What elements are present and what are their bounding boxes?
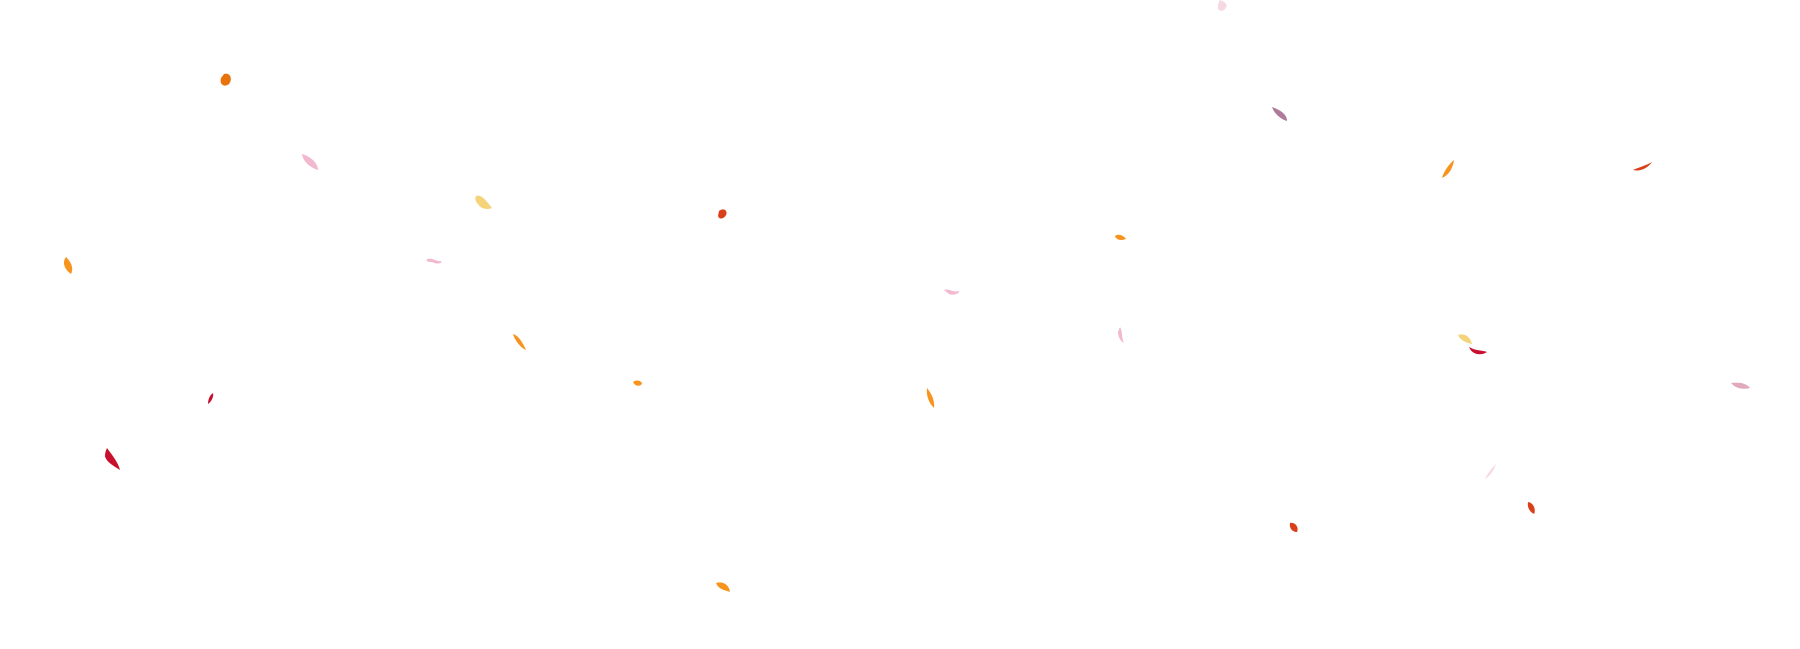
petal-9 (633, 380, 642, 386)
petal-24 (1527, 502, 1535, 514)
petal-10 (208, 393, 214, 404)
petal-1 (1217, 0, 1227, 11)
petals (63, 0, 1750, 592)
petal-5 (63, 257, 73, 274)
petal-11 (105, 448, 120, 470)
petal-4 (475, 195, 492, 209)
petal-12 (716, 582, 730, 592)
petal-14 (944, 289, 960, 295)
petal-15 (1115, 234, 1126, 240)
petal-6 (426, 258, 442, 264)
petal-25 (1289, 522, 1298, 532)
petal-7 (718, 209, 727, 219)
petal-19 (1633, 162, 1652, 171)
petal-22 (1731, 382, 1750, 389)
petal-20 (1458, 334, 1472, 344)
petal-13 (926, 388, 935, 408)
petal-18 (1442, 160, 1454, 178)
petal-2 (220, 73, 231, 86)
petal-8 (513, 334, 526, 350)
petal-23 (1485, 464, 1496, 479)
petal-3 (302, 154, 318, 170)
petal-21 (1469, 347, 1487, 355)
petal-16 (1118, 327, 1124, 343)
petal-17 (1272, 107, 1287, 121)
